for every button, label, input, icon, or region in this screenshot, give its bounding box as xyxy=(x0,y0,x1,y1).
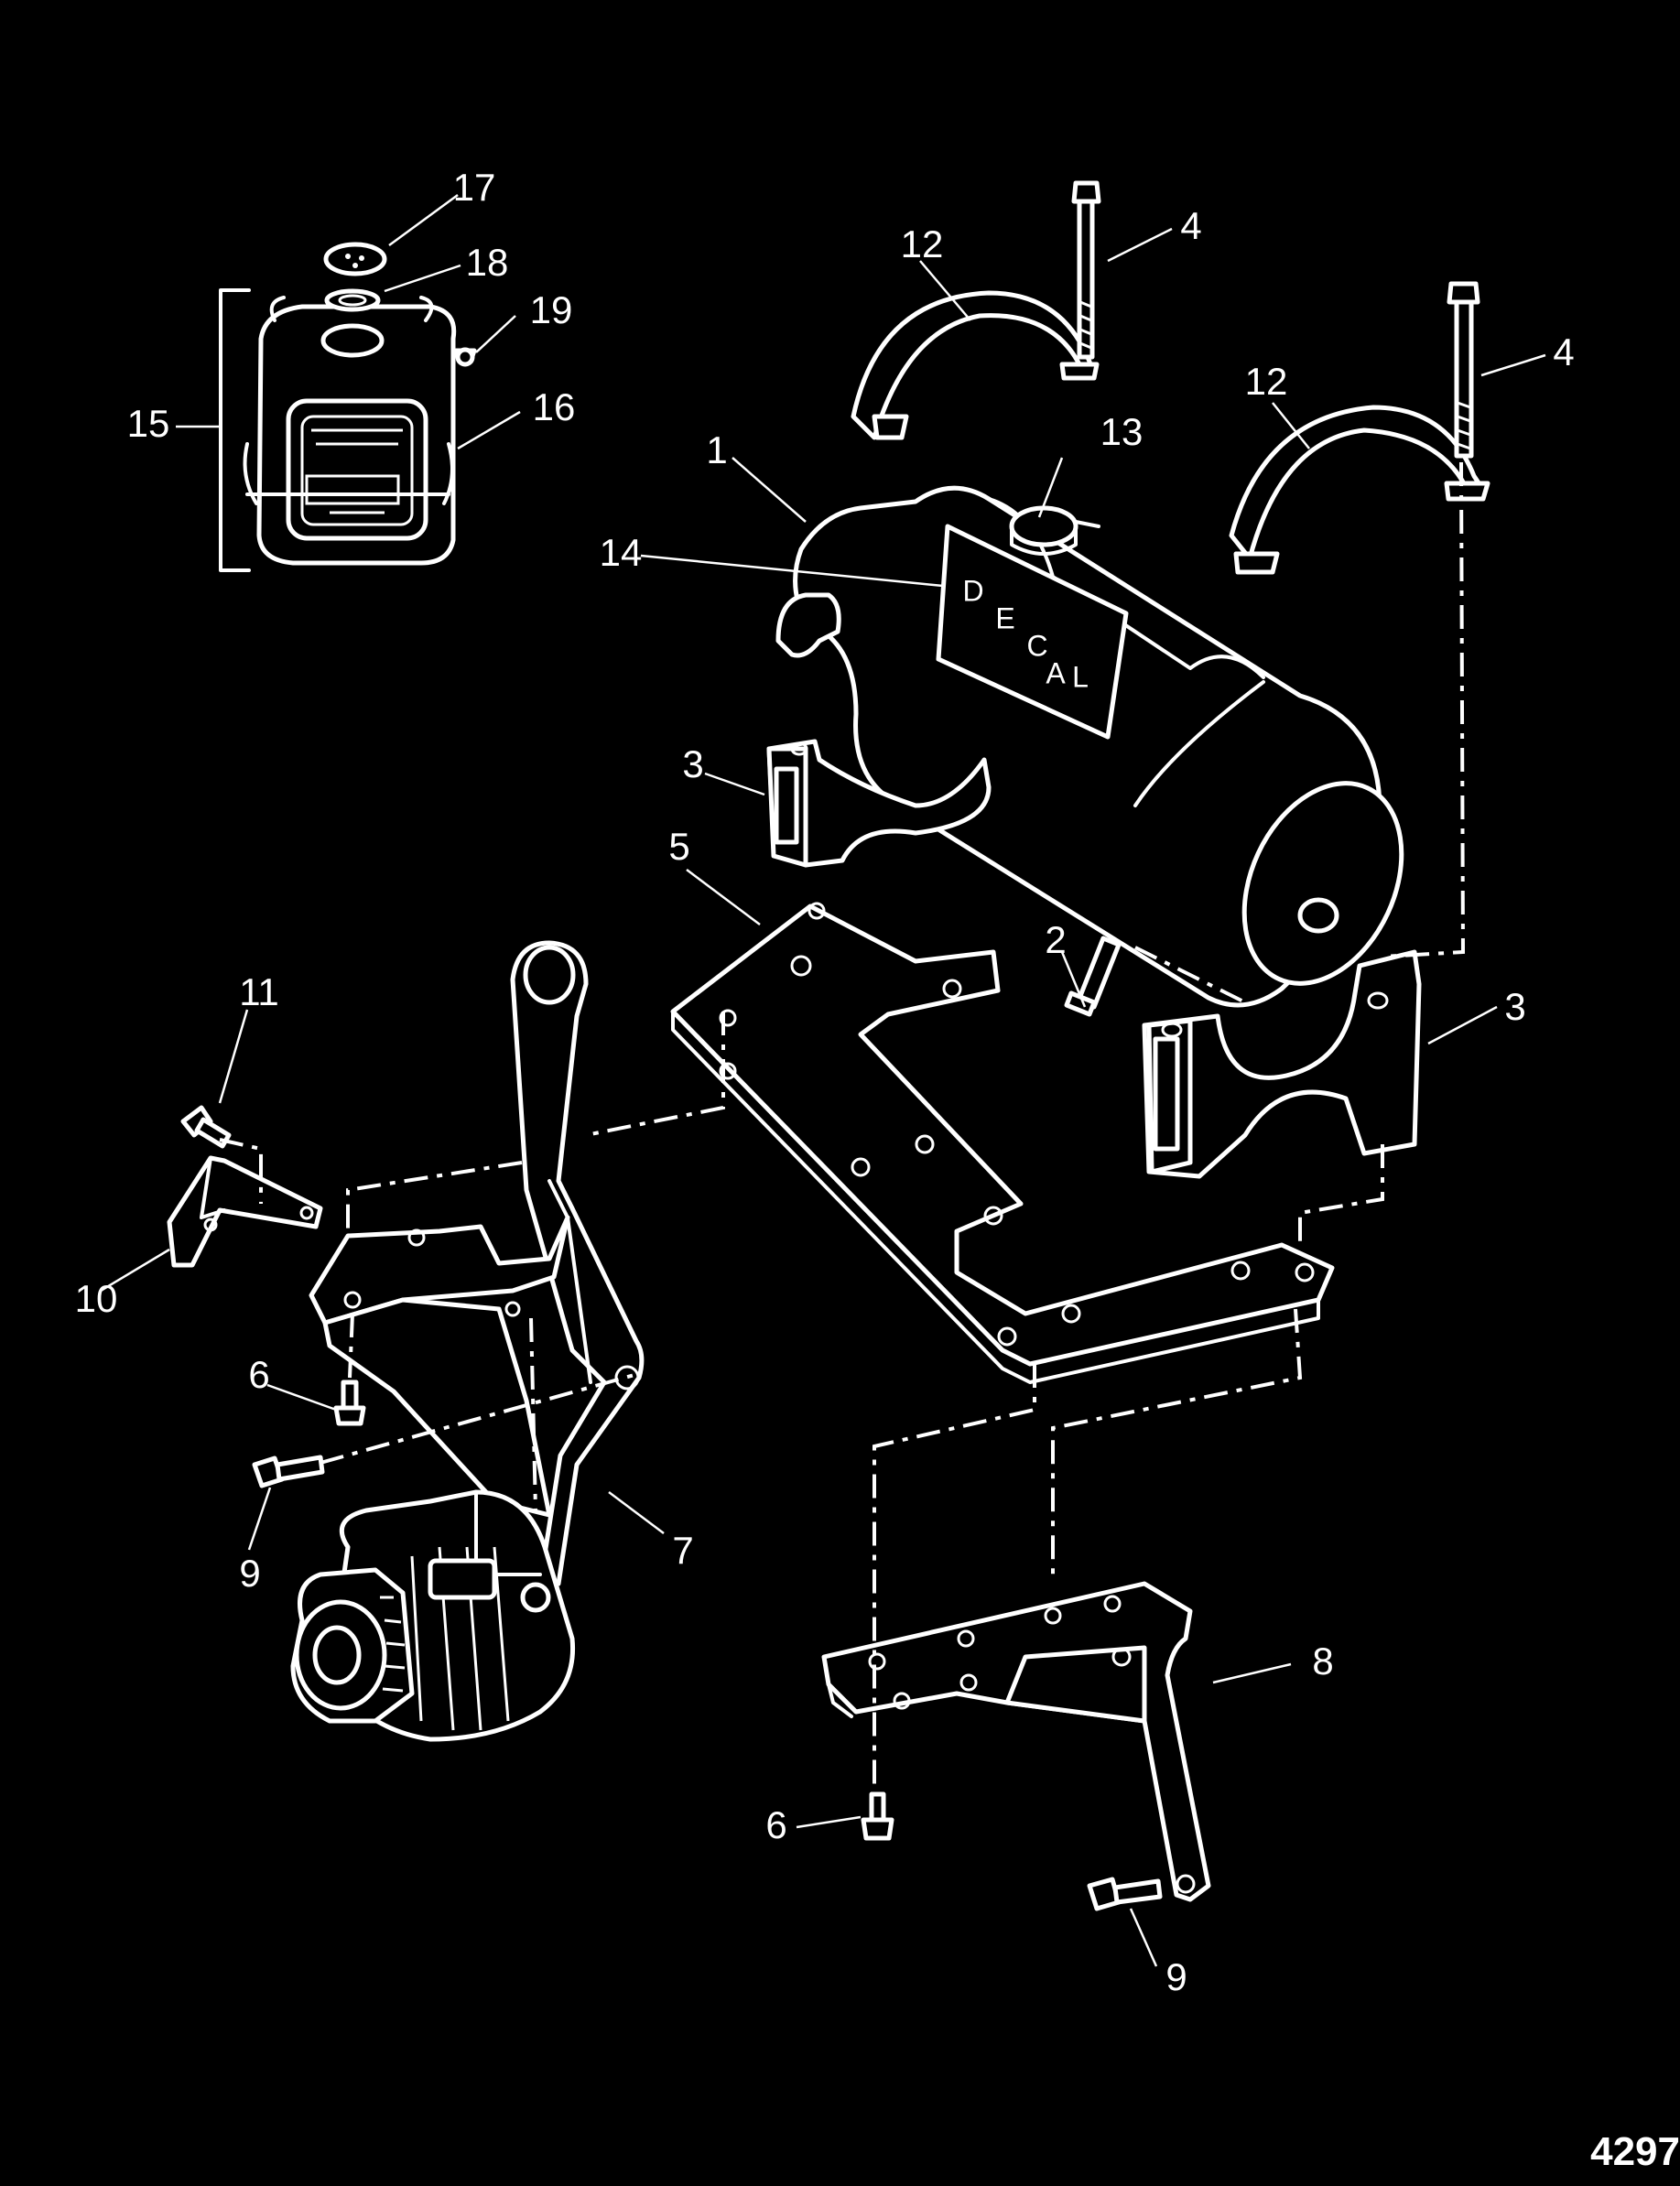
callout-5: 5 xyxy=(668,825,689,868)
callout-14: 14 xyxy=(600,531,643,574)
callout-3-lower: 3 xyxy=(1504,985,1525,1028)
muffler-bracket-upper xyxy=(766,739,992,868)
alignment-lines xyxy=(219,461,1466,1790)
support-bracket xyxy=(309,1215,570,1518)
screw-6-lower xyxy=(861,1791,894,1841)
screw-6-upper xyxy=(333,1380,366,1426)
callout-9-upper: 9 xyxy=(239,1552,260,1595)
muffler-clamp-upper xyxy=(851,290,1100,440)
alternator xyxy=(290,1489,576,1742)
small-bracket xyxy=(167,1155,323,1268)
long-bolt-a xyxy=(1071,180,1101,360)
bolt-9-upper xyxy=(252,1455,325,1488)
callout-3-upper: 3 xyxy=(682,742,703,785)
callout-6-upper: 6 xyxy=(248,1353,269,1396)
callout-7: 7 xyxy=(672,1529,693,1572)
callout-4-upper: 4 xyxy=(1180,204,1201,247)
stud xyxy=(1064,936,1122,1017)
callout-19: 19 xyxy=(530,288,573,331)
callout-2: 2 xyxy=(1045,918,1066,961)
alternator-bracket xyxy=(510,940,645,1586)
decal-letter-l: L xyxy=(1072,660,1089,693)
callout-6-lower: 6 xyxy=(765,1803,786,1846)
reservoir-assembly xyxy=(219,242,477,572)
decal-letter-c: C xyxy=(1026,629,1047,662)
callout-13: 13 xyxy=(1100,410,1143,453)
callout-4-lower: 4 xyxy=(1553,330,1574,373)
callout-9-lower: 9 xyxy=(1165,1955,1187,1998)
callout-18: 18 xyxy=(466,241,509,284)
bolt-9-lower xyxy=(1087,1877,1163,1911)
callout-12-upper: 12 xyxy=(901,222,944,265)
callout-16: 16 xyxy=(533,385,576,428)
decal-letter-e: E xyxy=(995,601,1014,634)
callout-17: 17 xyxy=(453,166,496,209)
muffler-clamp-lower xyxy=(1229,405,1490,575)
callout-10: 10 xyxy=(75,1277,118,1320)
lower-bracket xyxy=(821,1581,1211,1902)
callout-8: 8 xyxy=(1312,1640,1333,1683)
decal-letter-d: D xyxy=(962,574,983,607)
decal-letter-a: A xyxy=(1046,656,1066,689)
callout-12-lower: 12 xyxy=(1245,360,1288,403)
muffler xyxy=(775,485,1404,1008)
callout-11: 11 xyxy=(239,970,279,1013)
callout-1: 1 xyxy=(706,428,727,471)
mounting-plate xyxy=(670,902,1335,1384)
callout-15: 15 xyxy=(127,402,170,445)
long-bolt-b xyxy=(1447,281,1480,459)
figure-number: 4297 xyxy=(1590,2129,1680,2174)
muffler-bracket-lower xyxy=(1142,949,1422,1179)
leader-lines xyxy=(100,193,1546,1967)
